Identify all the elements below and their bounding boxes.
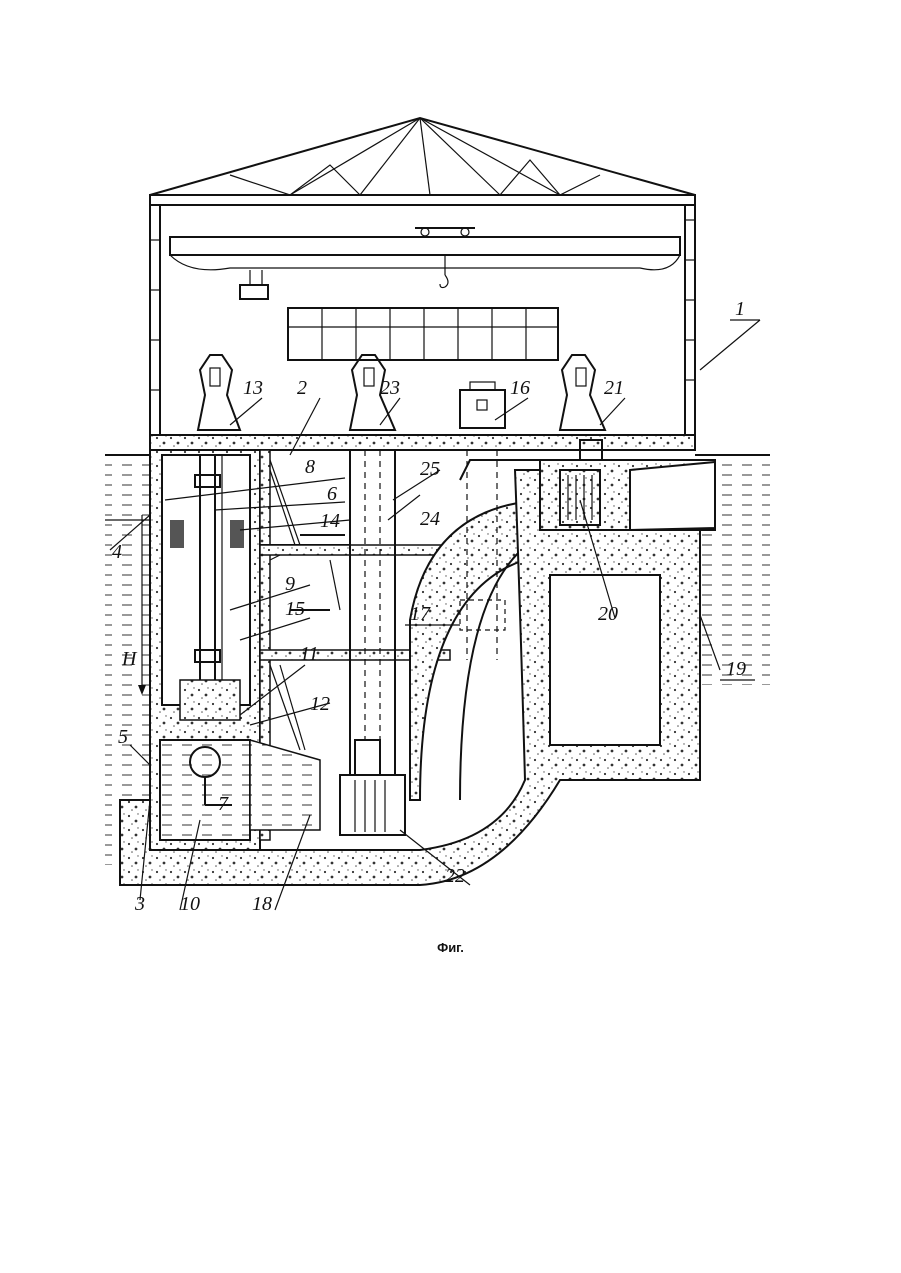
- central-shaft: [340, 450, 405, 835]
- label-23: 23: [380, 377, 400, 399]
- inner-opening: [550, 575, 660, 745]
- label-3: 3: [134, 893, 145, 915]
- label-21: 21: [604, 377, 624, 399]
- label-8: 8: [305, 456, 315, 478]
- generator-13: [198, 355, 240, 430]
- label-10: 10: [180, 893, 200, 915]
- label-25: 25: [420, 458, 440, 480]
- building-walls: [150, 195, 695, 435]
- label-2: 2: [297, 377, 307, 399]
- label-13: 13: [243, 377, 263, 399]
- label-17: 17: [410, 603, 431, 625]
- floor-slab: [150, 435, 695, 450]
- label-19: 19: [726, 658, 746, 680]
- label-14: 14: [320, 510, 340, 532]
- label-22: 22: [445, 865, 465, 887]
- label-H: H: [121, 648, 138, 670]
- generator-21: [560, 355, 605, 430]
- overhead-crane: [170, 228, 680, 299]
- roof: [150, 118, 695, 195]
- unit-16: [460, 382, 505, 428]
- label-20: 20: [598, 603, 618, 625]
- label-9: 9: [285, 573, 295, 595]
- label-18: 18: [252, 893, 272, 915]
- label-4: 4: [112, 541, 122, 563]
- window-band: [288, 308, 558, 360]
- label-15: 15: [285, 598, 305, 620]
- figure-caption: Фиг.: [0, 940, 901, 955]
- label-11: 11: [300, 643, 319, 665]
- left-shaft: [150, 450, 260, 850]
- label-6: 6: [327, 483, 337, 505]
- label-24: 24: [420, 508, 440, 530]
- label-5: 5: [118, 726, 128, 748]
- outlet-19: [540, 440, 715, 530]
- label-7: 7: [218, 793, 229, 815]
- label-1: 1: [735, 298, 745, 320]
- label-12: 12: [310, 693, 330, 715]
- label-16: 16: [510, 377, 530, 399]
